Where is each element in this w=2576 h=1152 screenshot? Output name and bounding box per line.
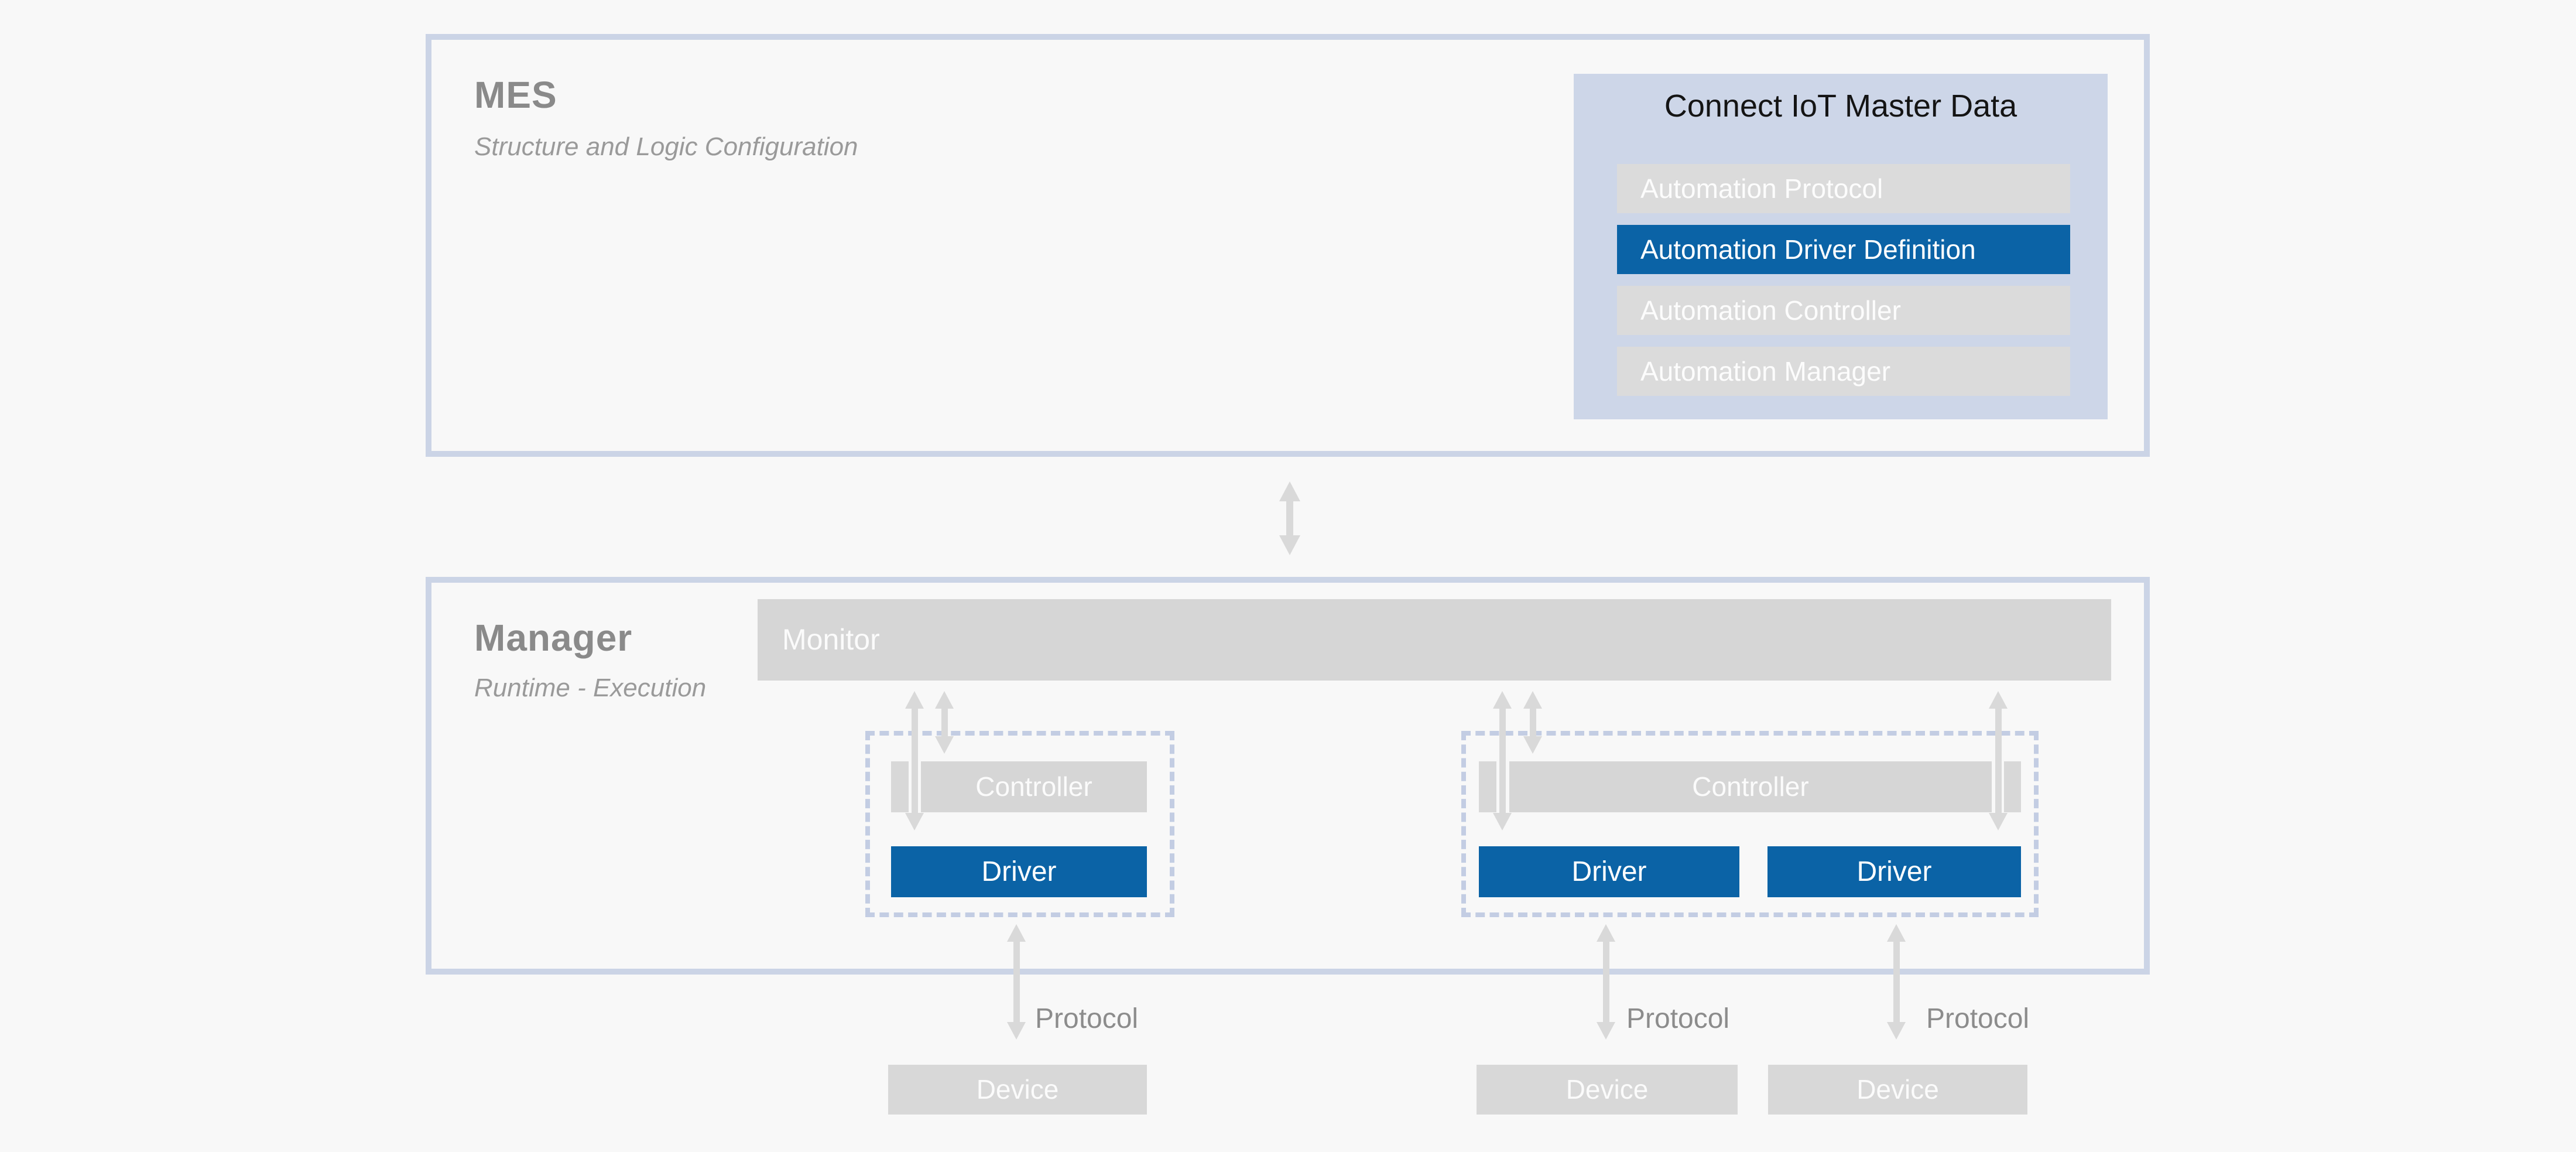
monitor-controller1-long-arrow-icon: [905, 691, 924, 830]
controller-1-bar: Controller: [921, 761, 1147, 812]
arrow-down-head-icon: [1989, 813, 2008, 830]
master-data-item-automation-controller: Automation Controller: [1617, 286, 2070, 335]
arrow-down-head-icon: [1279, 535, 1300, 555]
monitor-controller2-long-arrow-icon: [1493, 691, 1512, 830]
device-box-3: Device: [1768, 1065, 2027, 1115]
protocol-label-2: Protocol: [1626, 1003, 1730, 1034]
master-data-item-automation-protocol: Automation Protocol: [1617, 164, 2070, 213]
arrow-down-head-icon: [1523, 736, 1542, 754]
protocol-arrow-2-icon: [1597, 924, 1615, 1040]
arrow-shaft: [1893, 937, 1900, 1027]
driver-2-box: Driver: [1479, 846, 1739, 897]
master-data-panel-title: Connect IoT Master Data: [1664, 88, 2017, 124]
controller-group-1: Controller Driver: [865, 731, 1174, 917]
controller-1-left-cap: [891, 761, 909, 812]
protocol-label-3: Protocol: [1926, 1003, 2030, 1034]
arrow-shaft: [911, 704, 918, 818]
mes-subtitle: Structure and Logic Configuration: [474, 132, 858, 161]
master-data-item-automation-driver-definition: Automation Driver Definition: [1617, 225, 2070, 274]
driver-1-box: Driver: [891, 846, 1147, 897]
mes-box: MES Structure and Logic Configuration Co…: [426, 34, 2150, 457]
controller-group-2: Controller Driver Driver: [1461, 731, 2039, 917]
arrow-shaft: [1529, 704, 1536, 741]
arrow-down-head-icon: [1493, 813, 1512, 830]
controller-2-right-cap: [2004, 761, 2021, 812]
arrow-down-head-icon: [1007, 1022, 1026, 1040]
arrow-shaft: [941, 704, 948, 741]
arrow-shaft: [1995, 704, 2002, 818]
monitor-bar: Monitor: [758, 599, 2111, 681]
device-box-1: Device: [888, 1065, 1147, 1115]
controller-2-bar: Controller: [1509, 761, 1992, 812]
manager-subtitle: Runtime - Execution: [474, 674, 707, 702]
arrow-shaft: [1602, 937, 1609, 1027]
arrow-shaft: [1013, 937, 1020, 1027]
protocol-label-1: Protocol: [1035, 1003, 1139, 1034]
monitor-controller2-right-arrow-icon: [1989, 691, 2008, 830]
monitor-controller1-short-arrow-icon: [935, 691, 954, 754]
controller-2-left-cap: [1479, 761, 1496, 812]
mes-manager-bidirectional-arrow-icon: [1279, 481, 1300, 555]
arrow-down-head-icon: [935, 736, 954, 754]
protocol-arrow-3-icon: [1887, 924, 1906, 1040]
protocol-arrow-1-icon: [1007, 924, 1026, 1040]
arrow-shaft: [1286, 495, 1293, 541]
driver-3-box: Driver: [1767, 846, 2021, 897]
device-box-2: Device: [1477, 1065, 1738, 1115]
arrow-down-head-icon: [905, 813, 924, 830]
monitor-controller2-short-arrow-icon: [1523, 691, 1542, 754]
manager-box: Manager Runtime - Execution Monitor Cont…: [426, 577, 2150, 975]
manager-title: Manager: [474, 617, 633, 659]
connect-iot-master-data-panel: Connect IoT Master Data Automation Proto…: [1574, 74, 2108, 419]
mes-title: MES: [474, 74, 557, 116]
arrow-shaft: [1499, 704, 1506, 818]
arrow-down-head-icon: [1887, 1022, 1906, 1040]
arrow-down-head-icon: [1597, 1022, 1615, 1040]
master-data-item-automation-manager: Automation Manager: [1617, 347, 2070, 396]
